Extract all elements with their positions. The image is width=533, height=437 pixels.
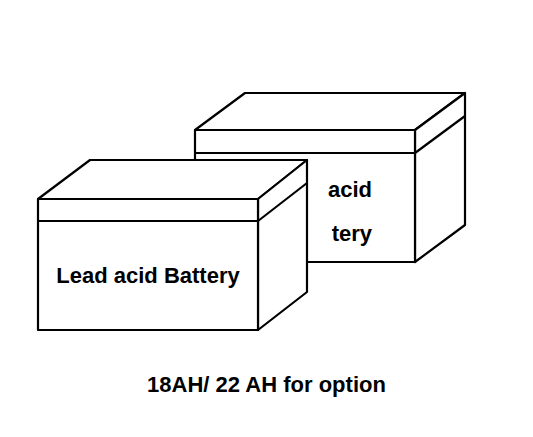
battery-text: Lead acid Battery [38,255,258,297]
battery-side [415,93,465,262]
front-battery-label: Lead acid Battery [38,221,258,330]
battery-front [38,199,258,330]
front-battery [38,160,307,330]
battery-band [258,183,307,221]
battery-text: acid tery [300,168,372,256]
back-battery-label: acid tery [300,168,372,256]
caption: 18AH/ 22 AH for option [0,371,533,399]
battery-band [195,152,415,154]
battery-band [415,116,465,153]
battery-band [38,220,258,222]
battery-side [258,160,307,330]
